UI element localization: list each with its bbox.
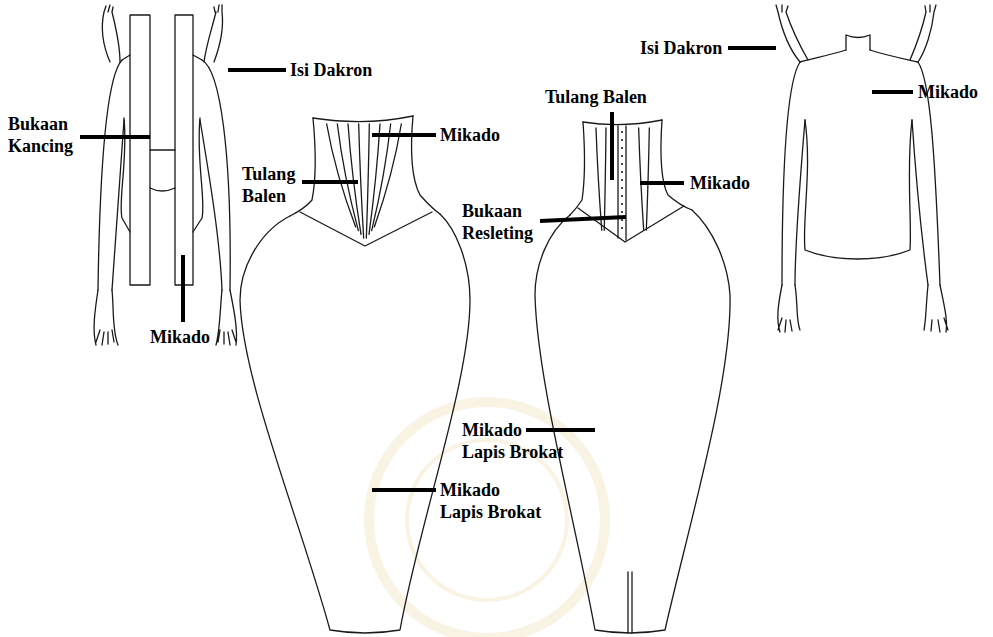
zipper-tooth [621,211,623,213]
dress-back [535,120,730,633]
jacket-front [94,5,236,345]
boning-line [327,124,356,227]
jacket-back [776,5,948,332]
zipper-tooth [621,179,623,181]
part-label: Mikado Lapis Brokat [440,479,544,523]
part-label: Mikado [690,172,750,194]
zipper-tooth [621,219,623,221]
boning-line [646,128,649,230]
part-label: Mikado [150,326,210,348]
boning-line [596,128,602,230]
part-label: Bukaan Kancing [8,113,78,157]
boning-line [604,128,606,230]
boning-line [372,124,391,231]
part-label: Isi Dakron [290,59,372,81]
zipper-tooth [621,227,623,229]
part-label: Tulang Balen [545,86,647,108]
part-label: Mikado [440,124,500,146]
part-label: Isi Dakron [640,37,722,59]
zipper-tooth [621,155,623,157]
part-label: Bukaan Resleting [462,200,542,244]
watermark [369,402,605,637]
boning-line [639,128,644,230]
part-label: Tulang Balen [242,163,302,207]
zipper-tooth [621,195,623,197]
boning-line [337,124,358,231]
boning-line [359,124,364,238]
leader-lines [80,48,913,490]
part-label: Mikado Lapis Brokat [462,419,566,463]
zipper-tooth [621,171,623,173]
dress-front [240,116,470,633]
zipper-tooth [621,147,623,149]
zipper-tooth [621,163,623,165]
zipper-tooth [621,139,623,141]
boning-line [366,124,369,238]
boning-line [374,124,401,227]
zipper-tooth [621,187,623,189]
zipper-tooth [621,131,623,133]
part-label: Mikado [918,81,978,103]
zipper-tooth [621,203,623,205]
